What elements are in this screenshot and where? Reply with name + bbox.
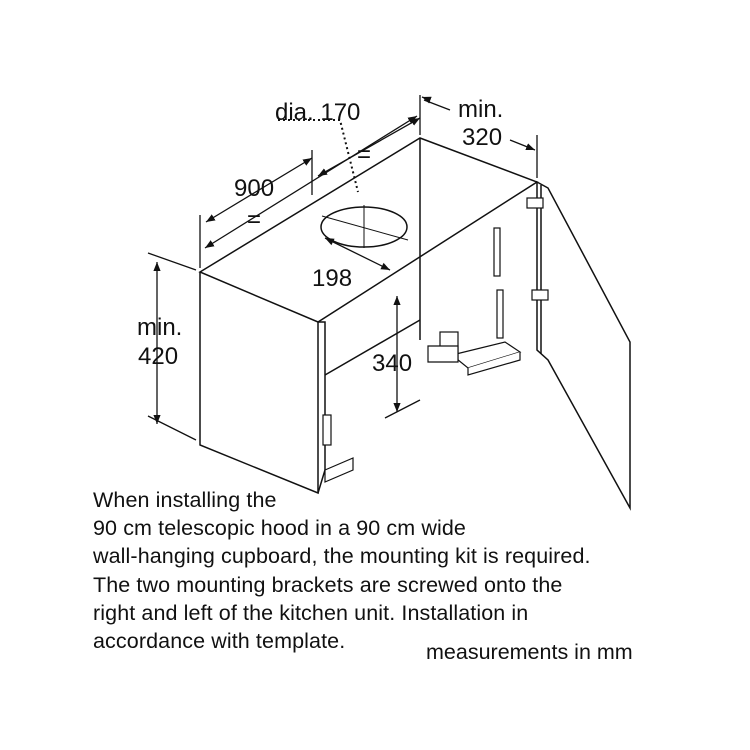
height-value-label: 420	[138, 343, 178, 370]
dimension-lines	[147, 95, 538, 441]
duct-diameter-label: dia. 170	[275, 99, 360, 126]
note-line: When installing the	[93, 488, 277, 512]
equal-sign-right: =	[357, 141, 371, 168]
note-line: The two mounting brackets are screwed on…	[93, 572, 563, 597]
inner-height-value-label: 340	[372, 350, 412, 377]
note-line: right and left of the kitchen unit. Inst…	[93, 600, 529, 625]
note-line: accordance with template.	[93, 629, 346, 654]
mounting-rail	[493, 227, 504, 339]
note-line: 90 cm telescopic hood in a 90 cm wide	[93, 516, 466, 541]
diameter-leader	[278, 119, 359, 193]
duct-cutout	[320, 205, 409, 248]
width-value-label: 900	[234, 175, 274, 202]
hinge-icon	[526, 197, 549, 301]
offset-value-label: 198	[312, 265, 352, 292]
depth-min-label: min.	[458, 96, 503, 123]
equal-sign-left: =	[247, 206, 261, 233]
height-min-label: min.	[137, 314, 182, 341]
units-note: measurements in mm	[426, 640, 633, 664]
installation-note: When installing the 90 cm telescopic hoo…	[93, 486, 693, 655]
note-line: wall-hanging cupboard, the mounting kit …	[93, 544, 591, 569]
cupboard-door	[536, 180, 631, 511]
mounting-bracket-right	[427, 331, 522, 376]
mounting-bracket-left	[322, 414, 354, 483]
depth-value-label: 320	[462, 124, 502, 151]
